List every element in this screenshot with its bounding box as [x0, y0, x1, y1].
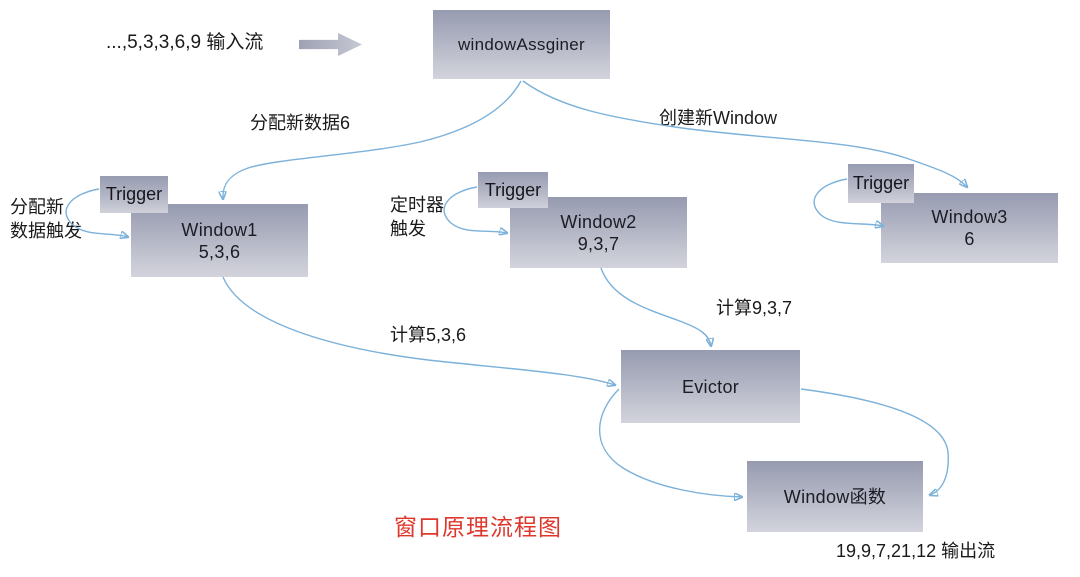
edge-label-compute-window1: 计算5,3,6 [390, 325, 467, 345]
node-evictor-label: Evictor [681, 376, 740, 397]
output-stream-label: 19,9,7,21,12 输出流 [836, 541, 996, 561]
edge-label-timer-trigger: 定时器触发 [390, 193, 444, 241]
arrow-window2-to-evictor [600, 267, 711, 346]
node-trigger3-label: Trigger [852, 173, 910, 193]
edge-label-compute-window2: 计算9,3,7 [716, 298, 793, 318]
node-trigger2-label: Trigger [484, 179, 542, 200]
input-stream-label: ...,5,3,3,6,9 输入流 [106, 32, 264, 53]
node-trigger3: Trigger [848, 164, 914, 203]
node-window-assigner: windowAssginer [433, 10, 610, 79]
node-window-function-label: Window函数 [783, 486, 887, 507]
node-window1-values: 5,3,6 [198, 241, 241, 262]
node-window3-values: 6 [964, 229, 975, 249]
node-trigger1: Trigger [100, 176, 168, 213]
node-window3-name: Window3 [931, 207, 1008, 227]
node-evictor: Evictor [621, 350, 800, 423]
node-window1-name: Window1 [181, 219, 258, 240]
edge-label-assign-trigger: 分配新数据触发 [10, 195, 82, 243]
node-window3: Window3 6 [881, 193, 1058, 263]
edge-label-assign-new-data: 分配新数据6 [250, 113, 351, 133]
node-window-assigner-label: windowAssginer [457, 34, 586, 54]
node-window2: Window2 9,3,7 [510, 197, 687, 268]
node-trigger2: Trigger [478, 172, 548, 208]
arrow-assigner-to-window1 [223, 80, 522, 199]
edge-label-assign-trigger-line1: 分配新 [10, 197, 64, 217]
edge-label-create-new-window: 创建新Window [659, 108, 778, 128]
node-window-function: Window函数 [747, 461, 923, 532]
node-window1: Window1 5,3,6 [131, 204, 308, 277]
edge-label-assign-trigger-line2: 数据触发 [10, 221, 82, 241]
node-window2-values: 9,3,7 [577, 233, 620, 254]
edge-label-timer-trigger-line1: 定时器 [390, 195, 444, 215]
right-block-arrow-icon [299, 33, 362, 56]
edge-label-timer-trigger-line2: 触发 [390, 219, 426, 239]
node-window2-name: Window2 [560, 211, 637, 232]
node-trigger1-label: Trigger [105, 184, 163, 204]
diagram-title: 窗口原理流程图 [394, 514, 562, 540]
